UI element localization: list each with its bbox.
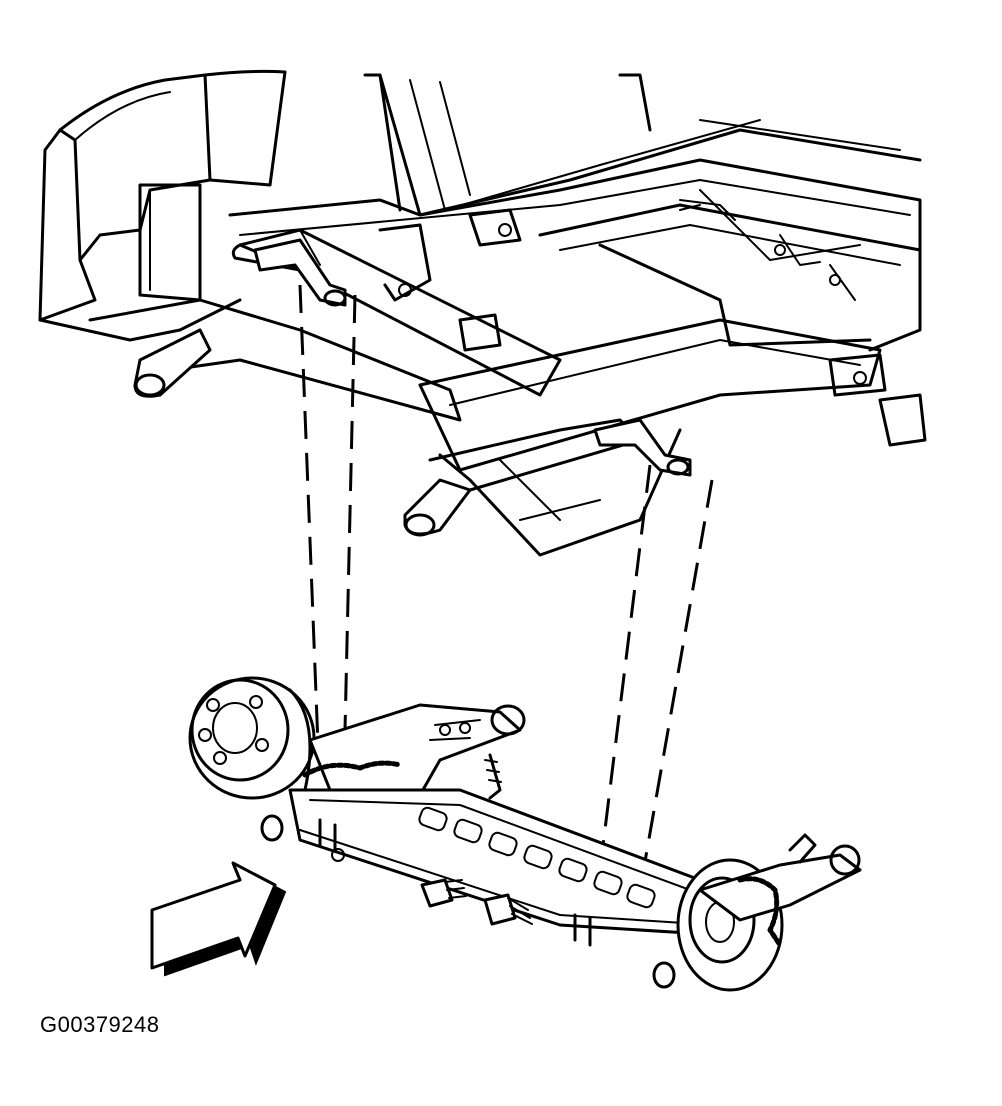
- rear-axle-assembly: [188, 676, 862, 992]
- left-brake-drum: [188, 676, 316, 800]
- alignment-guide-lines: [298, 284, 714, 891]
- vehicle-underbody: [38, 69, 927, 557]
- front-direction-arrow-icon: [150, 861, 287, 977]
- mounting-bolts: [260, 814, 676, 989]
- figure-id-label: G00379248: [40, 1012, 160, 1037]
